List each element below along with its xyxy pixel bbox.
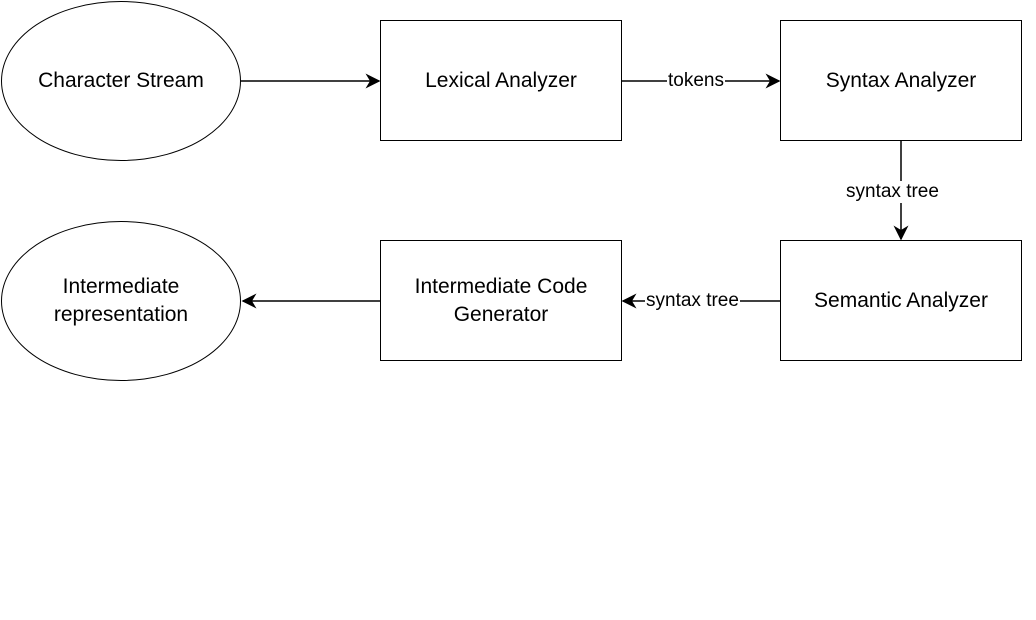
node-character-stream: Character Stream	[1, 1, 241, 161]
node-icg-label-line-2: Generator	[453, 302, 549, 326]
node-intermediate-code-generator: Intermediate Code Generator	[380, 240, 622, 361]
node-semantic-analyzer-label: Semantic Analyzer	[814, 288, 988, 312]
node-representation-label-line-2: representation	[53, 303, 189, 326]
node-representation-label-line-1: Intermediate	[62, 275, 180, 298]
edge-label-syntax-tree-vertical: syntax tree	[845, 181, 940, 203]
node-icg-label-line-1: Intermediate Code	[414, 274, 588, 298]
edge-label-syntax-tree-horizontal: syntax tree	[645, 290, 740, 312]
node-intermediate-representation: Intermediate representation	[1, 221, 241, 381]
node-character-stream-label: Character Stream	[38, 69, 204, 92]
node-syntax-analyzer: Syntax Analyzer	[780, 20, 1022, 141]
edge-label-tokens: tokens	[667, 70, 725, 92]
node-lexical-analyzer: Lexical Analyzer	[380, 20, 622, 141]
node-syntax-analyzer-label: Syntax Analyzer	[825, 68, 977, 92]
node-lexical-analyzer-label: Lexical Analyzer	[425, 68, 577, 92]
node-semantic-analyzer: Semantic Analyzer	[780, 240, 1022, 361]
